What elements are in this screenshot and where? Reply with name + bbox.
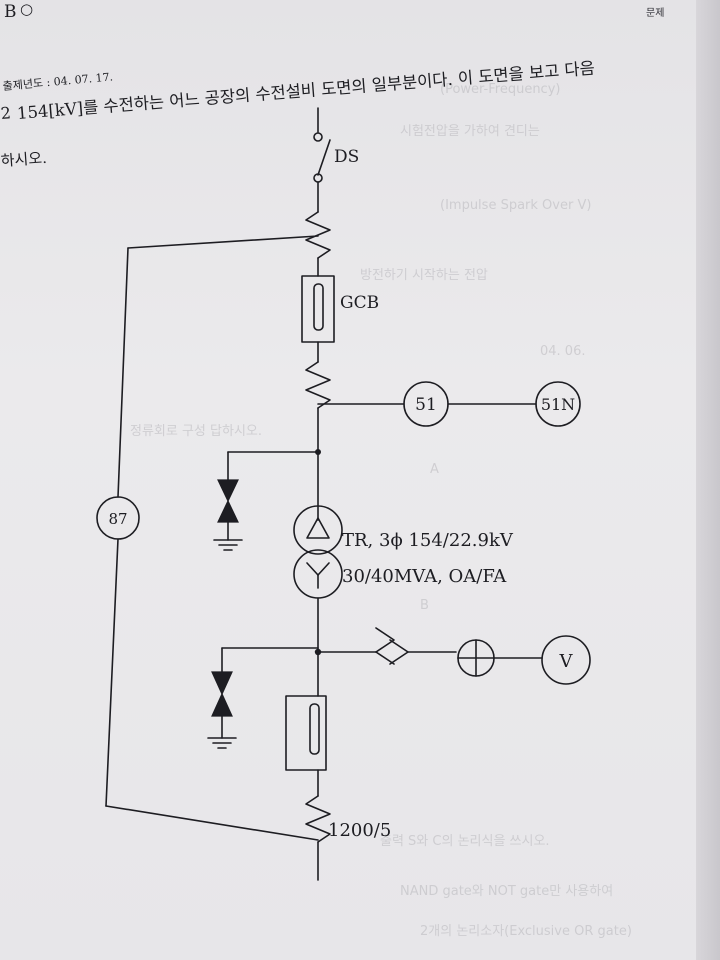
relay-87-label: 87	[108, 510, 127, 528]
ct3-coil	[305, 795, 331, 843]
voltmeter-label: V	[559, 651, 574, 672]
ghost-text: NAND gate와 NOT gate만 사용하여	[400, 884, 614, 899]
gcb-label: GCB	[340, 293, 379, 313]
pt-symbol-left-bottom	[375, 651, 395, 665]
corner-tab: 문제	[646, 8, 665, 19]
diff-loop-left-lower	[105, 538, 119, 807]
wye-arm-right	[317, 562, 330, 576]
transformer-label-2: 30/40MVA, OA/FA	[342, 566, 507, 587]
page-marker: B	[4, 2, 17, 22]
arrester-2-lower-triangle	[211, 692, 233, 717]
diff-loop-left-upper	[117, 247, 129, 498]
ghost-text: A	[430, 462, 439, 477]
wye-arm-left	[306, 562, 319, 576]
ghost-text: 시험전압을 가하여 견디는	[400, 124, 540, 139]
ghost-text: 04. 06.	[540, 344, 586, 359]
relay-51-label: 51	[415, 395, 437, 415]
ghost-text: 방전하기 시작하는 전압	[360, 268, 488, 283]
arrester-1-lower-triangle	[217, 499, 239, 523]
junction-dot	[315, 449, 321, 455]
ghost-text: B	[420, 598, 429, 613]
ghost-text: 정류회로 구성 답하시오.	[130, 424, 262, 439]
gcb-box	[301, 275, 335, 343]
gcb-contact	[313, 283, 324, 331]
transformer-primary-circle	[293, 505, 343, 555]
ghost-text: 출력 S와 C의 논리식을 쓰시오.	[380, 834, 550, 849]
secondary-breaker-contact	[309, 703, 320, 755]
ds-contact-top	[313, 132, 323, 142]
ghost-text: (Impulse Spark Over V)	[440, 198, 592, 213]
junction-dot	[314, 648, 322, 656]
arrester-1-upper-triangle	[217, 479, 239, 503]
ct-ratio-label: 1200/5	[328, 820, 391, 841]
diff-loop-bottom	[105, 805, 319, 841]
pt-symbol-left-top	[375, 627, 395, 653]
page-marker-circle: ○	[20, 0, 34, 18]
ghost-text: 2개의 논리소자(Exclusive OR gate)	[420, 924, 632, 939]
secondary-breaker-box	[285, 695, 327, 771]
diff-loop-top	[127, 235, 319, 249]
ct2-coil	[305, 361, 331, 409]
page-edge-shadow	[696, 0, 720, 960]
relay-51n-label: 51N	[541, 395, 575, 414]
arrester-2-upper-triangle	[211, 671, 233, 696]
relay-51n-circle	[535, 381, 581, 427]
voltmeter-circle	[541, 635, 591, 685]
delta-winding-icon	[306, 517, 330, 539]
ghost-text: (Power-Frequency)	[440, 82, 561, 97]
ds-blade	[317, 139, 331, 176]
ct1-coil	[305, 211, 331, 259]
ds-label: DS	[334, 147, 359, 167]
pt-symbol-right	[389, 639, 409, 665]
transformer-label-1: TR, 3ϕ 154/22.9kV	[342, 530, 514, 551]
